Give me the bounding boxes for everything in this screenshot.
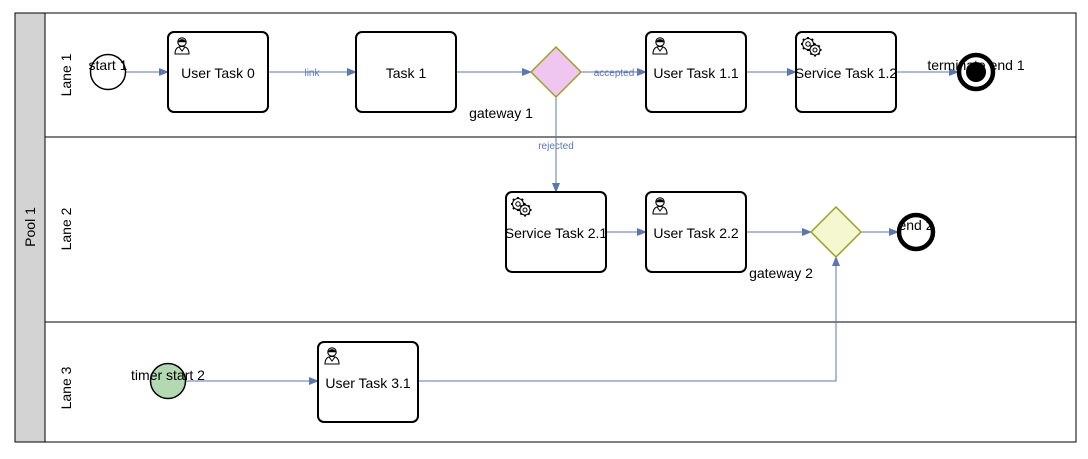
terminate-end-event-1[interactable]: terminate end 1	[927, 52, 1025, 92]
flow-usertask31-gateway2[interactable]	[418, 256, 840, 382]
gateway-1-label: gateway 1	[469, 105, 533, 121]
sequence-flows	[126, 68, 959, 385]
user-task-2-2-label: User Task 2.2	[653, 225, 739, 241]
task-1-label: Task 1	[386, 65, 427, 81]
service-task-2-1[interactable]: Service Task 2.1	[505, 191, 608, 273]
lane-2-label: Lane 2	[58, 207, 74, 250]
terminate-end-event-1-label: terminate end 1	[927, 57, 1024, 73]
service-task-2-1-label: Service Task 2.1	[505, 225, 608, 241]
user-task-3-1[interactable]: User Task 3.1	[317, 341, 419, 423]
user-task-0-label: User Task 0	[181, 65, 255, 81]
gateway-1[interactable]: gateway 1	[469, 45, 583, 121]
lane-3[interactable]: Lane 3	[44, 321, 1077, 443]
end-event-2[interactable]: end 2	[896, 212, 936, 252]
lane-1-label: Lane 1	[58, 53, 74, 96]
start-event-1[interactable]: start 1	[89, 53, 128, 91]
edge-label-rejected: rejected	[538, 141, 574, 152]
service-task-1-2-label: Service Task 1.2	[795, 65, 898, 81]
gateway-2[interactable]: gateway 2	[749, 205, 863, 281]
timer-start-event-2-label: timer start 2	[131, 367, 205, 383]
pool-header	[14, 12, 46, 443]
pool-label: Pool 1	[22, 207, 38, 247]
start-event-1-label: start 1	[89, 57, 128, 73]
user-task-0[interactable]: User Task 0	[167, 31, 269, 113]
timer-start-event-2[interactable]: timer start 2	[131, 362, 205, 400]
lane-3-label: Lane 3	[58, 366, 74, 409]
user-task-2-2[interactable]: User Task 2.2	[645, 191, 747, 273]
user-task-1-1[interactable]: User Task 1.1	[645, 31, 747, 113]
user-task-3-1-label: User Task 3.1	[325, 375, 411, 391]
end-event-2-label: end 2	[898, 217, 933, 233]
service-task-1-2[interactable]: Service Task 1.2	[795, 31, 898, 113]
edge-label-link: link	[304, 68, 320, 79]
gateway-2-label: gateway 2	[749, 265, 813, 281]
user-task-1-1-label: User Task 1.1	[653, 65, 739, 81]
task-1[interactable]: Task 1	[355, 31, 457, 113]
edge-label-accepted: accepted	[594, 68, 635, 79]
